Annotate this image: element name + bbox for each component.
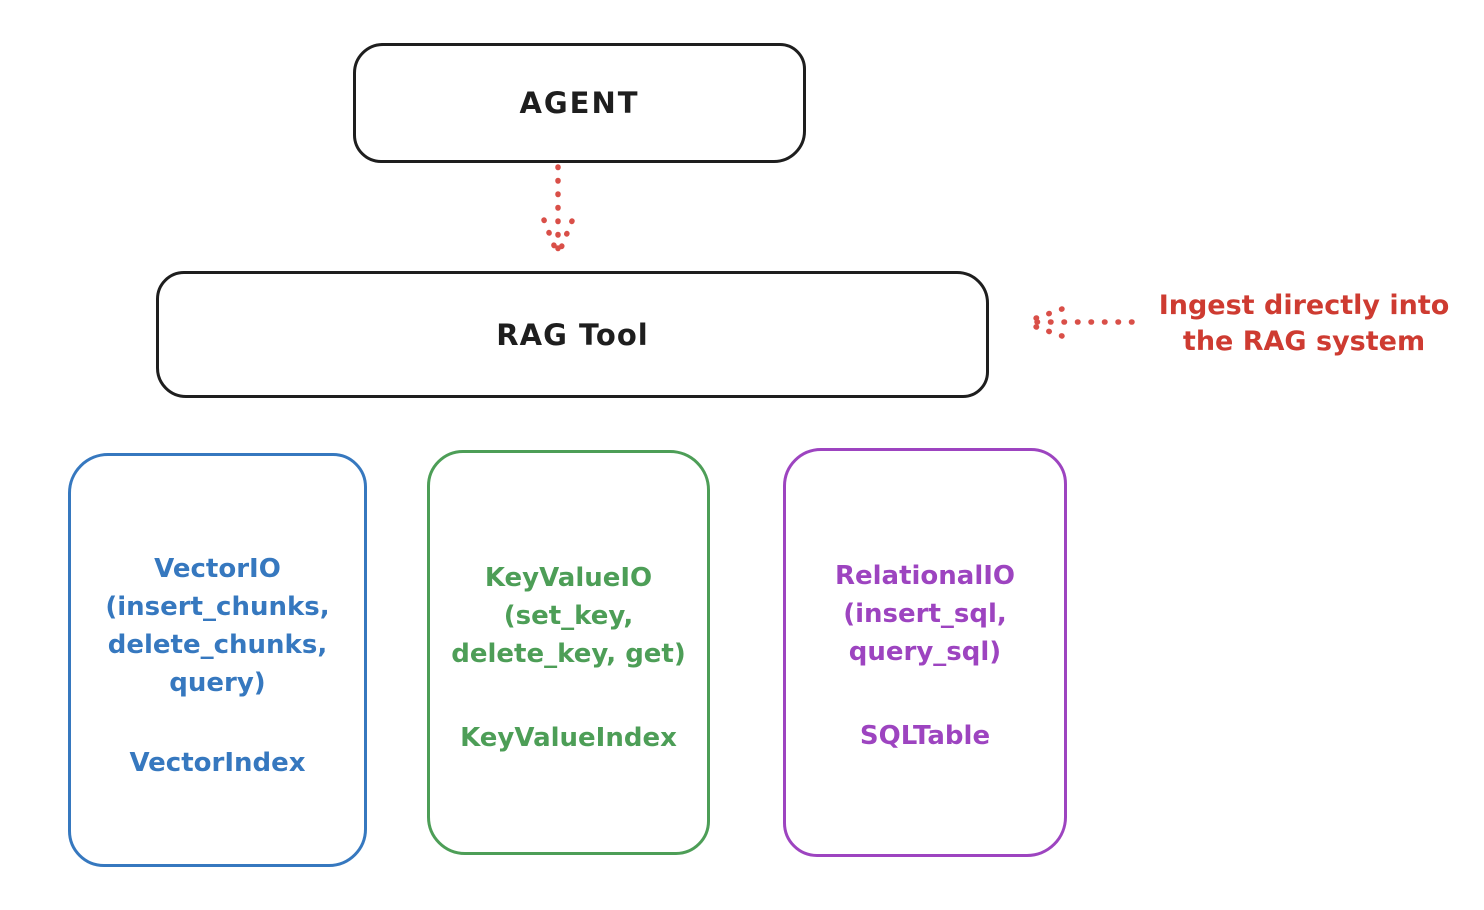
arrow-head-upper [1025, 306, 1065, 324]
ingest-annotation-line1: Ingest directly into [1158, 290, 1450, 321]
agent-node: AGENT [353, 43, 806, 163]
rag-tool-node: RAG Tool [156, 271, 989, 398]
vector-index-label: VectorIndex [129, 748, 306, 778]
vector-io-methods-line3: query) [169, 668, 266, 698]
ingest-annotation-line2: the RAG system [1182, 326, 1426, 357]
sql-table-label: SQLTable [859, 721, 991, 751]
relational-io-node: RelationalIO (insert_sql, query_sql) SQL… [783, 448, 1067, 857]
keyvalue-io-methods-line1: (set_key, [503, 601, 634, 631]
vector-io-node: VectorIO (insert_chunks, delete_chunks, … [68, 453, 367, 867]
ingest-annotation: Ingest directly into the RAG system [1132, 288, 1476, 360]
agent-label: AGENT [519, 86, 640, 120]
ingest-arrow [1025, 306, 1135, 339]
keyvalue-io-title: KeyValueIO [484, 563, 653, 593]
arrow-head-left [541, 217, 560, 256]
relational-io-methods-line1: (insert_sql, [843, 599, 1007, 629]
agent-to-rag-arrow [541, 164, 575, 256]
relational-io-methods-line2: query_sql) [848, 637, 1002, 667]
rag-tool-label: RAG Tool [496, 317, 649, 352]
vector-io-title: VectorIO [154, 554, 281, 584]
keyvalue-index-label: KeyValueIndex [460, 723, 677, 753]
vector-io-methods-line1: (insert_chunks, [105, 592, 330, 622]
keyvalue-io-node: KeyValueIO (set_key, delete_key, get) Ke… [427, 450, 710, 855]
keyvalue-io-methods-line2: delete_key, get) [451, 639, 686, 669]
arrow-head-lower [1025, 321, 1065, 339]
arrow-head-right [556, 218, 575, 256]
relational-io-title: RelationalIO [834, 561, 1016, 591]
vector-io-methods-line2: delete_chunks, [107, 630, 328, 660]
